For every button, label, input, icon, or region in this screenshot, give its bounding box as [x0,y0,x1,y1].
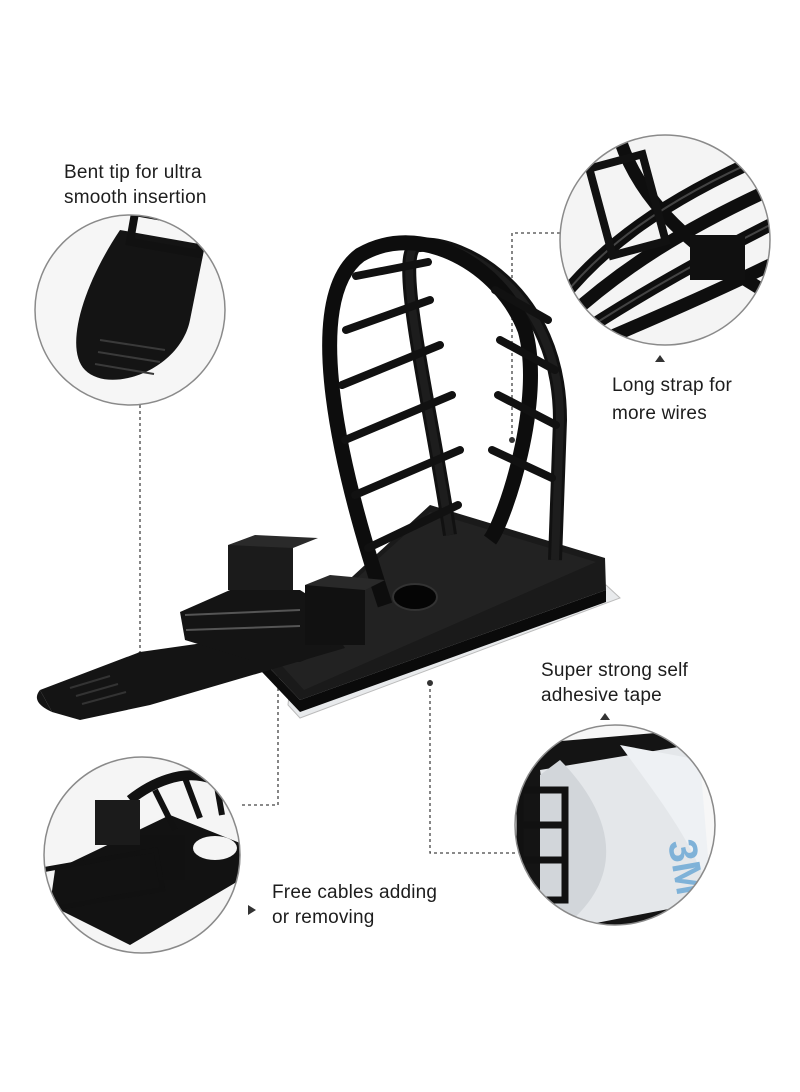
callout-bent-tip: Bent tip for ultra smooth insertion [64,160,207,210]
callout-bent-tip-line2: smooth insertion [64,187,207,208]
callout-bent-tip-line1: Bent tip for ultra [64,162,202,183]
detail-long-strap-wires [559,134,771,346]
callout-long-strap: Long strap for more wires [612,372,732,428]
callout-free-cables: Free cables adding or removing [272,880,437,930]
detail-free-cables [43,756,241,954]
detail-adhesive-tape: 3M FO [514,724,716,926]
triangle-marker-icon [655,355,665,362]
callout-long-strap-line1: Long strap for [612,375,733,396]
detail-bent-tip [34,214,226,406]
callout-adhesive-tape: Super strong self adhesive tape [541,658,688,708]
callout-free-cables-line2: or removing [272,907,375,928]
triangle-marker-icon [248,905,256,915]
leader-lines [139,232,560,854]
callout-free-cables-line1: Free cables adding [272,882,438,903]
triangle-marker-icon [600,713,610,720]
callout-adhesive-line1: Super strong self [541,660,689,681]
callout-long-strap-line2: more wires [612,403,707,424]
cable-clip-main [36,235,621,720]
callout-adhesive-line2: adhesive tape [541,685,662,706]
